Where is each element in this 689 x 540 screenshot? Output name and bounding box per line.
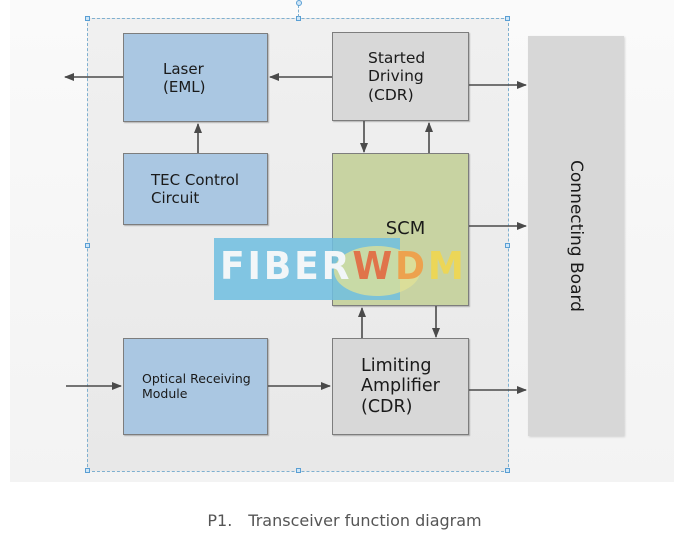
resize-handle-bottom-left[interactable] [85, 468, 90, 473]
watermark-d: D [394, 244, 428, 288]
limiting-amplifier-cdr-block[interactable]: Limiting Amplifier (CDR) [332, 338, 469, 435]
watermark-fiber: FIBER [220, 244, 353, 288]
fiberwdm-watermark: FIBERWDM [214, 238, 476, 300]
connecting-board-block[interactable]: Connecting Board [528, 36, 624, 436]
watermark-oval [334, 246, 420, 296]
rotation-handle-line [298, 5, 299, 17]
resize-handle-bottom-middle[interactable] [296, 468, 301, 473]
figure-caption: P1. Transceiver function diagram [0, 511, 689, 530]
laser-eml-block[interactable]: Laser (EML) [123, 33, 268, 122]
started-driving-cdr-block[interactable]: Started Driving (CDR) [332, 32, 469, 121]
resize-handle-top-left[interactable] [85, 16, 90, 21]
watermark-text: FIBERWDM [220, 244, 467, 288]
tec-control-circuit-block[interactable]: TEC Control Circuit [123, 153, 268, 225]
optical-receiving-module-block[interactable]: Optical Receiving Module [123, 338, 268, 435]
started-driving-cdr-label: Started Driving (CDR) [368, 48, 426, 104]
watermark-w: W [352, 244, 395, 288]
scm-label: SCM [385, 218, 426, 239]
resize-handle-bottom-right[interactable] [505, 468, 510, 473]
figure-title: Transceiver function diagram [248, 511, 482, 530]
laser-eml-label: Laser (EML) [163, 59, 206, 96]
resize-handle-middle-right[interactable] [505, 243, 510, 248]
rotation-handle[interactable] [296, 0, 302, 6]
connecting-board-label: Connecting Board [566, 160, 586, 312]
optical-receiving-module-label: Optical Receiving Module [142, 370, 251, 401]
resize-handle-top-right[interactable] [505, 16, 510, 21]
figure-number: P1. [207, 511, 233, 530]
tec-control-circuit-label: TEC Control Circuit [151, 171, 240, 207]
limiting-amplifier-cdr-label: Limiting Amplifier (CDR) [361, 356, 440, 417]
resize-handle-middle-left[interactable] [85, 243, 90, 248]
watermark-m: M [427, 244, 467, 288]
